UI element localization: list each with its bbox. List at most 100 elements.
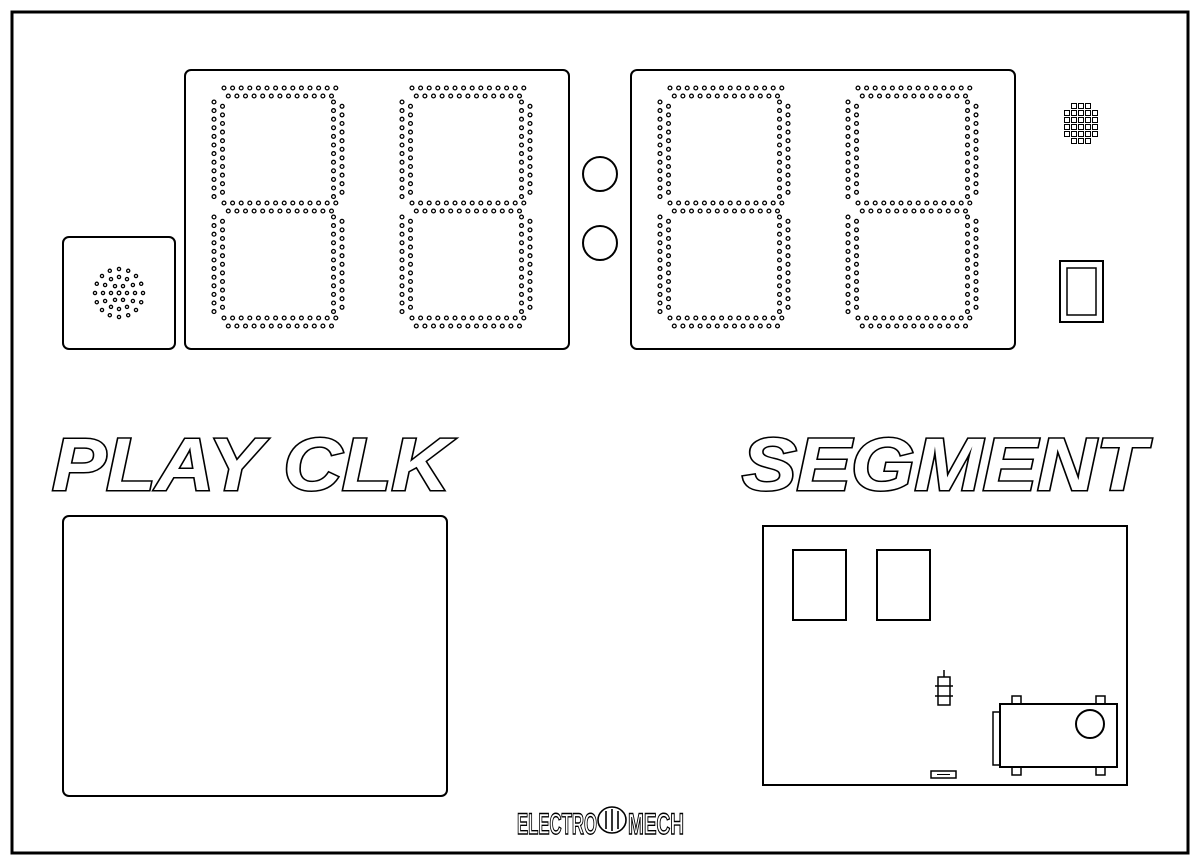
- led-dot: [407, 287, 414, 293]
- led-dot: [898, 85, 904, 91]
- led-dot: [407, 138, 414, 144]
- led-dot: [211, 142, 217, 148]
- led-dot: [219, 163, 226, 170]
- led-dot: [399, 257, 405, 263]
- led-dot: [339, 227, 345, 233]
- led-dot: [339, 112, 345, 118]
- led-dot: [512, 315, 518, 321]
- led-dot: [324, 200, 330, 206]
- led-dot: [964, 240, 971, 246]
- led-dot: [219, 172, 226, 178]
- led-dot: [665, 296, 672, 302]
- led-dot: [657, 116, 663, 122]
- led-dot: [845, 185, 851, 191]
- led-dot: [399, 133, 405, 139]
- led-dot: [407, 181, 414, 187]
- led-dot: [853, 296, 860, 302]
- led-dot: [671, 323, 677, 329]
- led-dot: [845, 257, 851, 263]
- led-dot: [399, 231, 405, 237]
- led-dot: [518, 291, 525, 297]
- led-dot: [339, 235, 345, 242]
- digit-minutes-ones: [399, 85, 533, 329]
- led-dot: [330, 240, 337, 246]
- led-dot: [785, 103, 791, 109]
- led-dot: [853, 163, 860, 170]
- led-dot: [950, 85, 956, 91]
- led-dot: [697, 323, 703, 329]
- led-dot: [665, 244, 672, 250]
- led-dot: [399, 194, 405, 200]
- led-dot: [964, 266, 971, 272]
- led-dot: [518, 248, 525, 254]
- led-dot: [919, 208, 926, 214]
- led-dot: [407, 112, 414, 118]
- segment-indicator-right: [876, 549, 931, 621]
- led-dot: [714, 93, 720, 99]
- led-dot: [527, 163, 533, 170]
- led-dot: [290, 315, 296, 321]
- led-dot: [665, 261, 672, 267]
- grille-hole: [1071, 138, 1077, 144]
- led-dot: [973, 129, 979, 135]
- led-dot: [853, 253, 860, 259]
- led-dot: [311, 93, 317, 99]
- led-dot: [518, 185, 525, 191]
- led-dot: [273, 200, 279, 206]
- led-dot: [671, 208, 677, 214]
- led-dot: [482, 323, 488, 329]
- led-dot: [853, 138, 860, 144]
- led-dot: [740, 323, 746, 329]
- led-dot: [714, 323, 720, 329]
- led-dot: [399, 142, 405, 148]
- led-dot: [251, 323, 257, 329]
- led-dot: [845, 214, 851, 220]
- led-dot: [486, 200, 492, 206]
- led-dot: [407, 155, 414, 161]
- led-dot: [211, 283, 217, 289]
- led-dot: [303, 323, 309, 329]
- led-dot: [516, 323, 523, 329]
- led-dot: [230, 200, 236, 206]
- led-dot: [339, 253, 345, 259]
- led-dot: [407, 244, 414, 250]
- led-dot: [779, 85, 785, 91]
- led-dot: [211, 99, 217, 105]
- led-dot: [701, 200, 707, 206]
- led-dot: [504, 315, 510, 321]
- led-dot: [407, 129, 414, 135]
- led-dot: [518, 300, 525, 306]
- grille-hole: [1078, 138, 1084, 144]
- led-dot: [518, 159, 525, 165]
- led-dot: [719, 200, 725, 206]
- led-dot: [779, 200, 785, 206]
- led-dot: [785, 270, 791, 276]
- led-dot: [845, 274, 851, 280]
- led-dot: [330, 257, 337, 263]
- led-dot: [469, 85, 475, 91]
- led-dot: [776, 116, 783, 122]
- led-dot: [521, 85, 527, 91]
- grille-hole: [1064, 110, 1070, 116]
- led-dot: [665, 270, 672, 276]
- led-dot: [518, 240, 525, 246]
- led-dot: [950, 200, 956, 206]
- led-dot: [330, 151, 337, 157]
- led-dot: [473, 93, 480, 99]
- led-dot: [684, 200, 690, 206]
- led-dot: [508, 93, 514, 99]
- led-dot: [697, 93, 703, 99]
- led-dot: [657, 99, 663, 105]
- led-dot: [665, 112, 672, 118]
- led-dot: [665, 304, 672, 310]
- led-dot: [491, 208, 497, 214]
- led-dot: [328, 208, 335, 214]
- led-dot: [409, 200, 415, 206]
- grille-hole: [1085, 103, 1091, 109]
- led-dot: [915, 85, 921, 91]
- led-dot: [894, 93, 900, 99]
- led-dot: [973, 287, 979, 293]
- led-dot: [785, 138, 791, 144]
- led-dot: [430, 208, 437, 214]
- led-dot: [316, 200, 322, 206]
